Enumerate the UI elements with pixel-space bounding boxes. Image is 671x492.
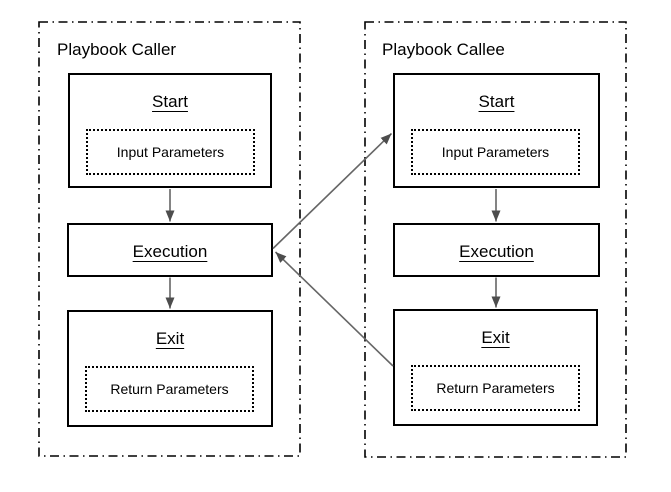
- arrow-caller-execution-to-callee-start: [272, 132, 393, 250]
- caller-start-title: Start: [152, 92, 188, 111]
- caller-exit-node: Exit Return Parameters: [67, 310, 273, 427]
- callee-container-title: Playbook Callee: [382, 40, 505, 59]
- caller-start-node: Start Input Parameters: [68, 73, 272, 188]
- callee-exit-node: Exit Return Parameters: [393, 309, 598, 426]
- callee-start-title: Start: [478, 92, 515, 111]
- caller-exit-title: Exit: [155, 329, 185, 348]
- caller-return-parameters-box: Return Parameters: [85, 366, 254, 412]
- callee-execution-title: Execution: [459, 242, 534, 261]
- caller-input-parameters-box: Input Parameters: [86, 129, 255, 175]
- arrow-callee-exit-to-caller-execution: [274, 251, 394, 367]
- callee-return-parameters-box: Return Parameters: [411, 365, 580, 411]
- callee-exit-title: Exit: [481, 328, 510, 347]
- callee-execution-node: Execution: [393, 223, 600, 277]
- callee-start-node: Start Input Parameters: [393, 73, 600, 188]
- caller-container-title: Playbook Caller: [57, 40, 177, 59]
- callee-input-parameters-box: Input Parameters: [411, 129, 580, 175]
- caller-execution-node: Execution: [67, 223, 273, 277]
- caller-execution-title: Execution: [132, 242, 208, 261]
